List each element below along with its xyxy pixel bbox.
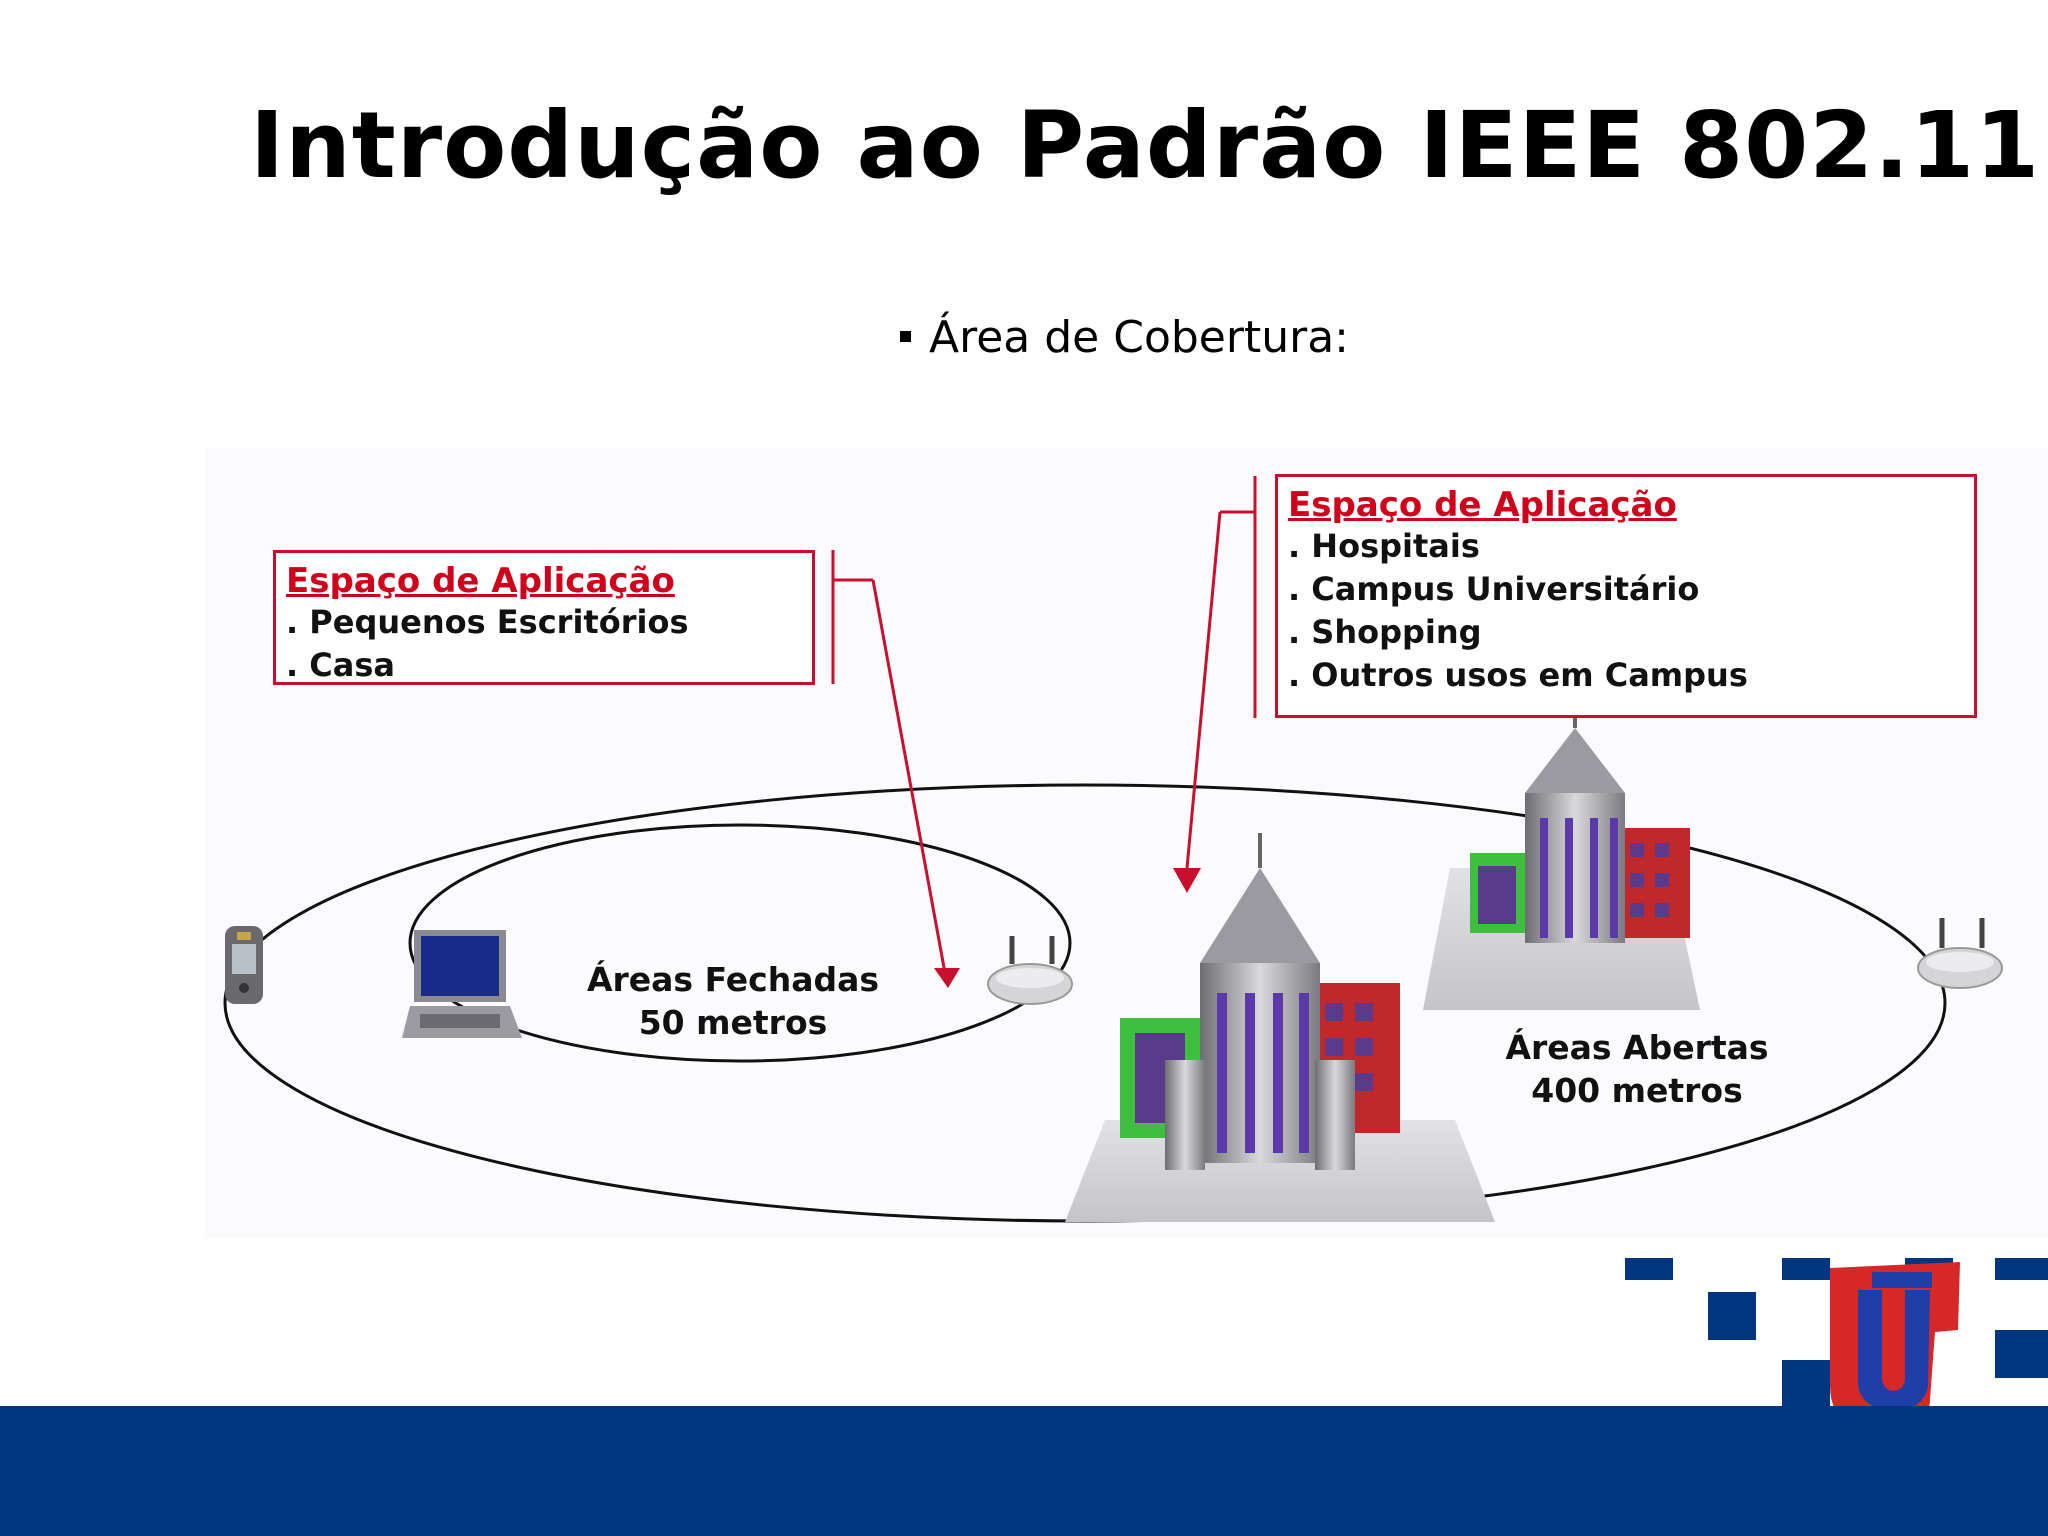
building-cluster-small-icon [1423,698,1700,1010]
closed-area-ellipse [408,823,1072,1063]
slide-title: Introdução ao Padrão IEEE 802.11 [250,92,2041,199]
small-box-arrowhead [934,968,960,988]
small-box-connector [831,550,947,974]
open-area-label: Áreas Abertas 400 metros [1487,1026,1787,1112]
access-point-icon [987,936,1073,1005]
box-large-item: . Campus Universitário [1288,570,1700,608]
pda-device-icon [225,926,263,1004]
box-small-heading: Espaço de Aplicação [286,561,675,601]
building-cluster-large-icon [1065,833,1495,1222]
laptop-icon [402,930,522,1038]
box-large-item: . Outros usos em Campus [1288,656,1748,694]
closed-area-label: Áreas Fechadas 50 metros [583,958,883,1044]
footer-bar [0,1406,2048,1536]
box-large-item: . Hospitais [1288,527,1480,565]
closed-area-range: 50 metros [638,1003,828,1042]
bullet-text: Área de Cobertura: [929,312,1349,363]
open-area-range: 400 metros [1531,1071,1743,1110]
coverage-diagram: Espaço de Aplicação . Pequenos Escritóri… [205,448,2048,1238]
application-box-small: Espaço de Aplicação . Pequenos Escritóri… [273,550,815,685]
box-small-item: . Pequenos Escritórios [286,603,689,641]
box-large-item: . Shopping [1288,613,1482,651]
diagram-graphics [223,476,2003,1223]
open-area-name: Áreas Abertas [1505,1028,1769,1067]
large-box-arrowhead [1173,868,1201,893]
access-point-outer-icon [1917,918,2003,989]
box-small-item: . Casa [286,646,396,684]
application-box-large: Espaço de Aplicação . Hospitais . Campus… [1275,474,1977,718]
large-box-connector [1185,476,1257,869]
bullet-coverage: Área de Cobertura: [900,312,1349,363]
closed-area-name: Áreas Fechadas [586,960,880,999]
bullet-square-icon [900,330,911,342]
box-large-heading: Espaço de Aplicação [1288,485,1677,525]
decorative-squares [1625,1258,2048,1408]
